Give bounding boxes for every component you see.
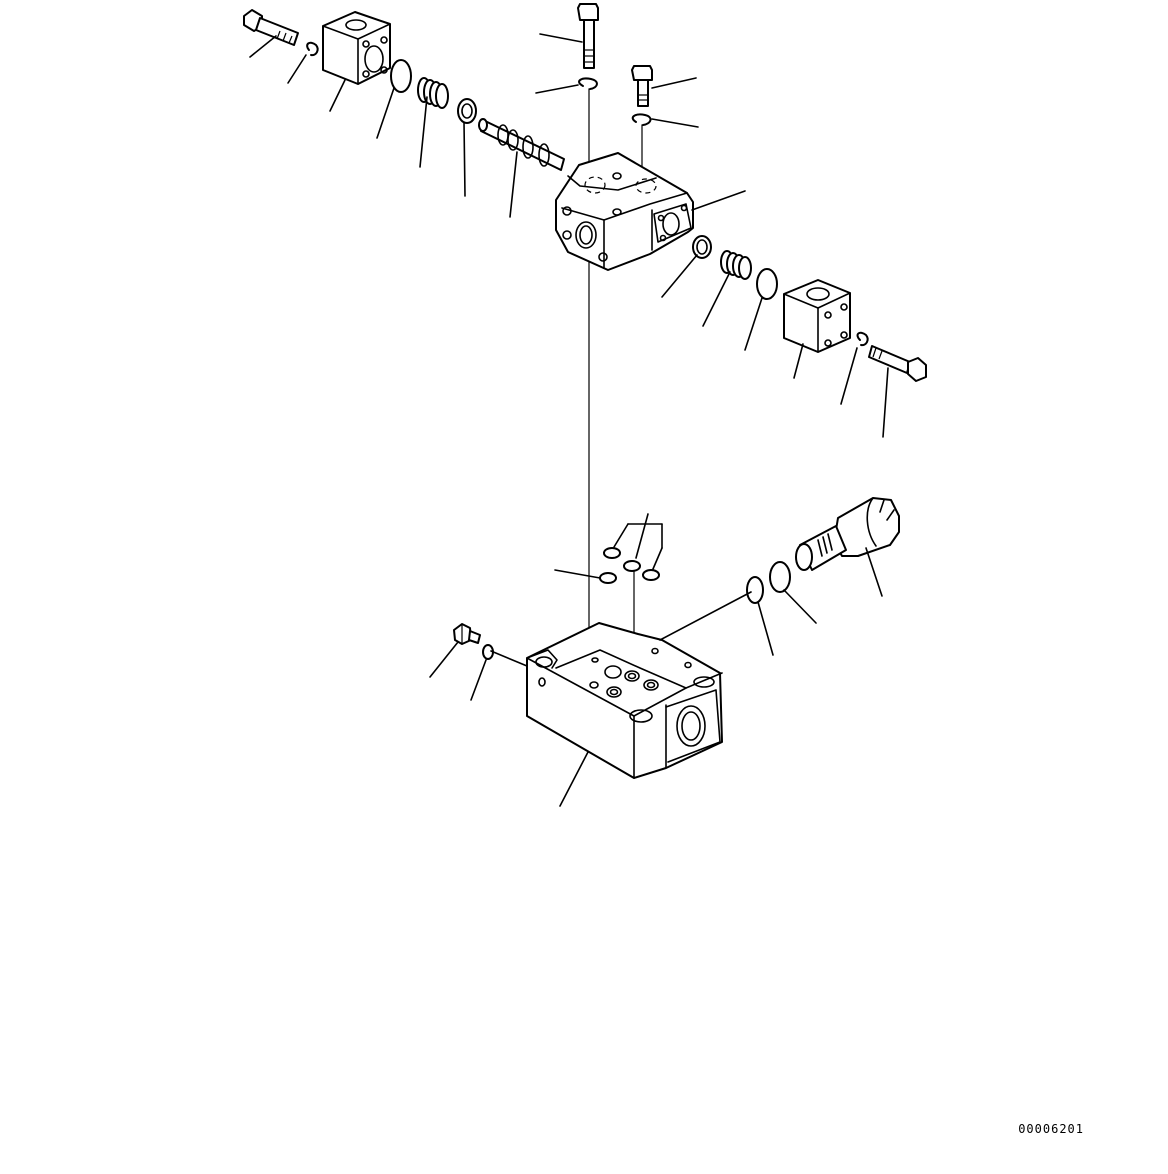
- leader-lines: [250, 34, 888, 806]
- o-ring-small-4[interactable]: [643, 570, 659, 580]
- washer-right-center[interactable]: [633, 114, 651, 125]
- o-ring-small-2[interactable]: [624, 561, 640, 571]
- o-ring-upper-left[interactable]: [391, 60, 411, 92]
- o-ring-relief-1[interactable]: [747, 577, 763, 603]
- o-ring-right[interactable]: [757, 269, 777, 299]
- spring-right[interactable]: [721, 251, 751, 279]
- drawing-reference-number: 00006201: [1018, 1122, 1084, 1136]
- o-ring-small-3[interactable]: [600, 573, 616, 583]
- valve-spool[interactable]: [479, 119, 564, 170]
- bolt-right-center[interactable]: [632, 66, 652, 106]
- bolt-top-center[interactable]: [578, 4, 598, 68]
- o-ring-relief-2[interactable]: [770, 562, 790, 592]
- cover-block-upper-left[interactable]: [323, 12, 390, 84]
- o-ring-small-1[interactable]: [604, 548, 620, 558]
- valve-body[interactable]: [527, 623, 722, 778]
- valve-case[interactable]: [556, 153, 693, 270]
- bolt-upper-left[interactable]: [244, 10, 298, 45]
- washer-top-center[interactable]: [579, 78, 597, 89]
- plug-left[interactable]: [454, 624, 480, 644]
- spring-upper-left[interactable]: [418, 78, 448, 108]
- bolt-right[interactable]: [869, 346, 926, 381]
- cover-block-right[interactable]: [784, 280, 850, 352]
- retainer-upper-left[interactable]: [458, 99, 476, 123]
- washer-upper-left[interactable]: [307, 43, 317, 55]
- washer-right[interactable]: [858, 333, 868, 345]
- retainer-right[interactable]: [693, 236, 711, 258]
- relief-valve[interactable]: [796, 498, 899, 570]
